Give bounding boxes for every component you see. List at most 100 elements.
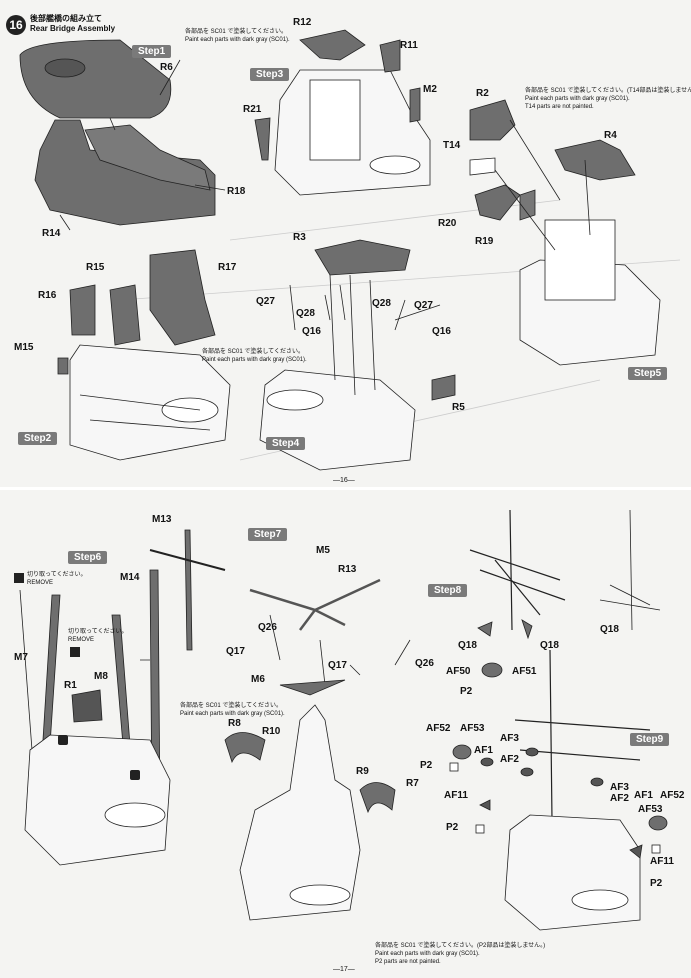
section-number-badge: 16 <box>6 15 26 35</box>
label-r9: R9 <box>356 766 369 777</box>
part-m2 <box>409 87 421 123</box>
label-q16-right: Q16 <box>432 326 451 337</box>
remove-scissors-icon-2 <box>70 647 80 657</box>
label-r14: R14 <box>42 228 61 239</box>
label-m7: M7 <box>14 652 28 663</box>
label-af52-a: AF52 <box>426 723 451 734</box>
part-tower-step7 <box>239 704 361 921</box>
paint-note-e-jp: 各部品を SC01 で塗装してください。(P2部品は塗装しません。) <box>375 943 546 949</box>
step-1-label: Step1 <box>132 45 172 58</box>
label-af11-b: AF11 <box>650 856 674 867</box>
label-m15: M15 <box>14 342 34 353</box>
part-r16 <box>69 284 96 336</box>
step-6-label: Step6 <box>68 551 108 564</box>
section-title-en: Rear Bridge Assembly <box>30 24 116 33</box>
label-r17: R17 <box>218 262 237 273</box>
remove-note-1-jp: 切り取ってください。 <box>27 572 87 578</box>
label-af11-a: AF11 <box>444 790 468 801</box>
step-4-label: Step4 <box>266 437 306 450</box>
label-r4: R4 <box>604 130 617 141</box>
label-r10: R10 <box>262 726 281 737</box>
part-r2 <box>469 99 516 141</box>
bottom-illustrations <box>19 509 668 931</box>
part-r3 <box>314 239 411 276</box>
label-af1-b: AF1 <box>634 790 653 801</box>
part-q18 <box>477 621 493 637</box>
part-r17 <box>149 249 216 346</box>
label-q26-right: Q26 <box>415 658 434 669</box>
label-r1: R1 <box>64 680 77 691</box>
section-title: 後部艦橋の組み立て Rear Bridge Assembly <box>30 14 115 34</box>
label-r18: R18 <box>227 186 246 197</box>
attach-mark-icon-1 <box>58 735 68 745</box>
label-q27-left: Q27 <box>256 296 275 307</box>
part-r21 <box>254 117 271 161</box>
label-r6: R6 <box>160 62 173 73</box>
part-r18 <box>84 124 211 191</box>
label-m8: M8 <box>94 671 108 682</box>
paint-note-a-en: Paint each parts with dark gray (SC01). <box>185 37 290 43</box>
step-2-label: Step2 <box>18 432 58 445</box>
paint-note-b-en: Paint each parts with dark gray (SC01). <box>525 96 630 102</box>
paint-note-e-en2: P2 parts are not painted. <box>375 959 441 965</box>
remove-note-2: 切り取ってください。 REMOVE <box>68 628 128 644</box>
label-r20: R20 <box>438 218 457 229</box>
label-q27-right: Q27 <box>414 300 433 311</box>
part-t14 <box>469 157 496 176</box>
paint-note-c-jp: 各部品を SC01 で塗装してください。 <box>202 349 304 355</box>
remove-note-1-en: REMOVE <box>27 580 54 586</box>
paint-note-e-en: Paint each parts with dark gray (SC01). <box>375 951 480 957</box>
label-p2-c: P2 <box>446 822 459 833</box>
part-r9-r7 <box>359 782 396 814</box>
part-m15 <box>57 357 69 375</box>
label-r5: R5 <box>452 402 465 413</box>
paint-note-d: 各部品を SC01 で塗装してください。 Paint each parts wi… <box>180 702 285 718</box>
part-r19 <box>519 189 536 221</box>
label-r2: R2 <box>476 88 489 99</box>
part-r5 <box>431 374 456 401</box>
paint-note-b: 各部品を SC01 で塗装してください。(T14部品は塗装しません。) Pain… <box>525 87 691 111</box>
paint-note-c-en: Paint each parts with dark gray (SC01). <box>202 357 307 363</box>
paint-note-e: 各部品を SC01 で塗装してください。(P2部品は塗装しません。) Paint… <box>375 942 545 966</box>
label-q18-a: Q18 <box>458 640 477 651</box>
top-illustrations <box>19 29 681 471</box>
label-p2-b: P2 <box>420 760 433 771</box>
step-9-label: Step9 <box>630 733 670 746</box>
label-q17-right: Q17 <box>328 660 347 671</box>
part-af52 <box>452 744 472 760</box>
label-q17-left: Q17 <box>226 646 245 657</box>
part-r1 <box>71 689 103 723</box>
label-q18-b: Q18 <box>540 640 559 651</box>
page-divider <box>0 487 691 490</box>
label-q28-right: Q28 <box>372 298 391 309</box>
label-r19: R19 <box>475 236 494 247</box>
paint-note-d-jp: 各部品を SC01 で塗装してください。 <box>180 703 282 709</box>
label-q28-left: Q28 <box>296 308 315 319</box>
label-m14: M14 <box>120 572 140 583</box>
remove-note-2-jp: 切り取ってください。 <box>68 629 128 635</box>
label-r11: R11 <box>400 40 418 51</box>
part-r15 <box>109 284 141 346</box>
part-m13 <box>184 529 193 651</box>
label-m2: M2 <box>423 84 437 95</box>
label-af53-a: AF53 <box>460 723 485 734</box>
part-hull-step2 <box>69 344 231 461</box>
step-8-label: Step8 <box>428 584 468 597</box>
part-r11 <box>379 39 401 73</box>
paint-note-b-jp: 各部品を SC01 で塗装してください。(T14部品は塗装しません。) <box>525 88 691 94</box>
page-number-17: —17— <box>333 966 355 973</box>
label-af1-a: AF1 <box>474 745 493 756</box>
label-r13: R13 <box>338 564 357 575</box>
step-7-label: Step7 <box>248 528 288 541</box>
part-hull-step6 <box>24 734 171 866</box>
part-r4 <box>554 139 636 181</box>
label-af3-b: AF3 <box>610 782 629 793</box>
part-af50 <box>481 662 503 678</box>
remove-note-2-en: REMOVE <box>68 637 95 643</box>
part-r14 <box>34 119 216 226</box>
step-5-label: Step5 <box>628 367 668 380</box>
label-af51: AF51 <box>512 666 537 677</box>
label-af2-a: AF2 <box>500 754 519 765</box>
label-p2-a: P2 <box>460 686 473 697</box>
label-r16: R16 <box>38 290 57 301</box>
